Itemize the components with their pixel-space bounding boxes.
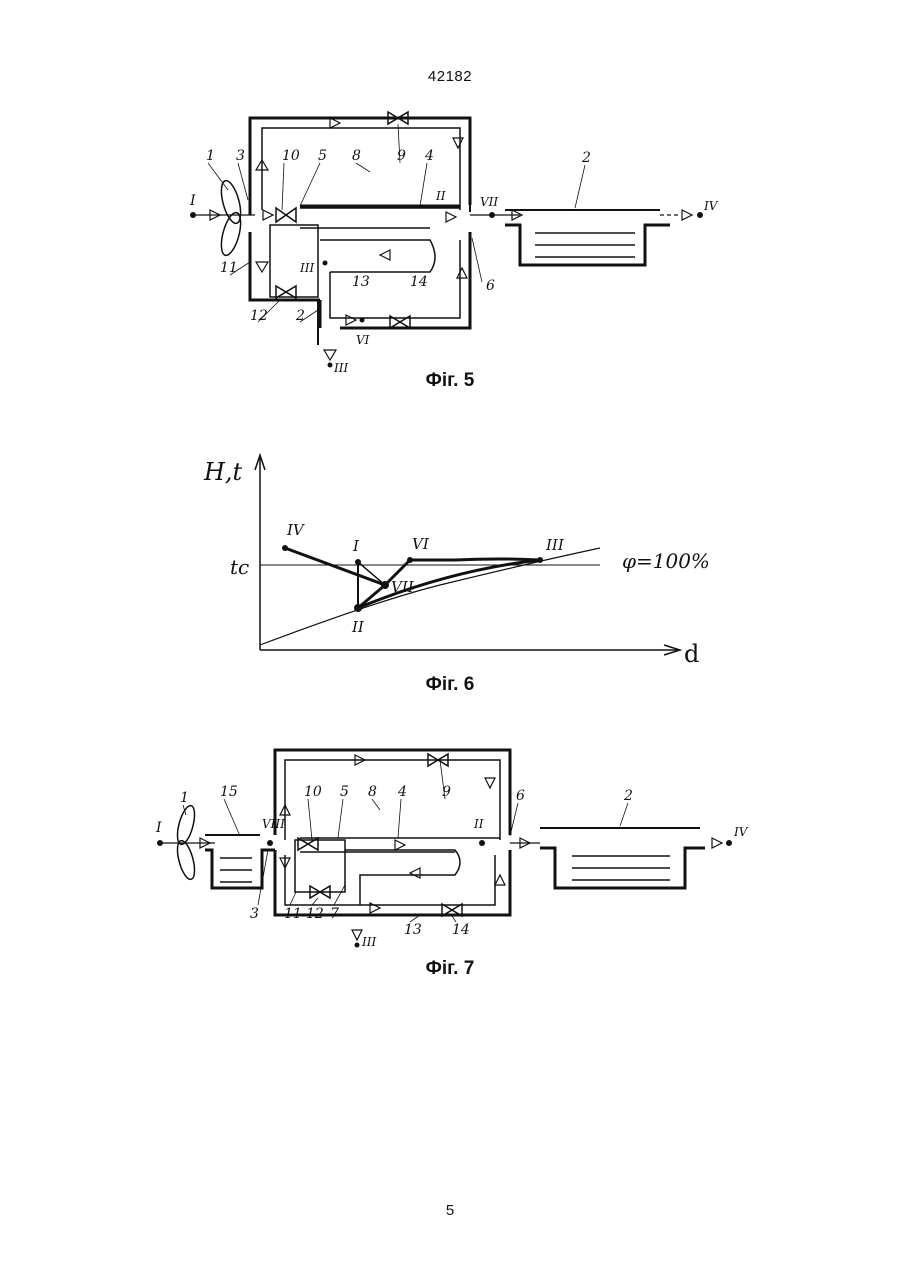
- upper-duct-inner: [285, 760, 500, 840]
- label-II: II: [435, 189, 446, 203]
- page-number: 5: [0, 1202, 900, 1219]
- label-VIII: VIII: [262, 817, 285, 831]
- label-3: 3: [250, 906, 259, 922]
- label-2-tank: 2: [623, 788, 633, 804]
- label-IV: IV: [703, 199, 719, 213]
- label-4: 4: [424, 148, 434, 164]
- figure-7-diagram: 1 15 10 5 8 4 9 6 2 3 11 12 7 13 14 I VI…: [0, 740, 900, 970]
- x-axis-label: d: [684, 640, 699, 668]
- inlet-channel: [250, 205, 320, 300]
- figure-7-caption: Фіг. 7: [0, 958, 900, 980]
- point-I: I: [352, 537, 360, 555]
- valve-10-icon: [276, 208, 296, 222]
- label-8: 8: [368, 784, 377, 800]
- figure-6-caption: Фіг. 6: [0, 674, 900, 696]
- label-8: 8: [352, 148, 361, 164]
- label-6: 6: [516, 788, 525, 804]
- label-10: 10: [282, 148, 300, 164]
- label-III: III: [361, 935, 376, 949]
- label-I: I: [189, 193, 196, 209]
- label-VII: VII: [480, 195, 498, 209]
- process-II-VII: [358, 585, 385, 608]
- point-VI: VI: [412, 535, 430, 553]
- valve-12-icon: [276, 286, 296, 298]
- lower-duct-inner: [330, 240, 460, 318]
- point-II: II: [351, 618, 365, 636]
- lower-duct-outer: [320, 232, 470, 328]
- label-1: 1: [180, 790, 189, 806]
- y-axis-label: H,t: [203, 458, 243, 486]
- label-14: 14: [452, 922, 470, 938]
- curve-label: φ=100%: [622, 549, 710, 573]
- label-11: 11: [284, 906, 302, 922]
- return-channel: [320, 240, 435, 272]
- fan-icon: [218, 179, 245, 258]
- label-7: 7: [330, 906, 339, 922]
- process-IV-VII: [285, 548, 385, 585]
- label-15: 15: [220, 784, 238, 800]
- point-VII: VII: [391, 578, 415, 596]
- tank-2: [505, 210, 680, 265]
- label-III: III: [299, 261, 314, 275]
- figure-6-diagram: H,t d tc φ=100% IV I VI III VII II: [0, 445, 900, 685]
- saturation-curve: [260, 548, 600, 645]
- document-number: 42182: [0, 68, 900, 85]
- process-VI-III: [410, 559, 540, 560]
- label-10: 10: [304, 784, 322, 800]
- label-14: 14: [410, 274, 428, 290]
- label-VI: VI: [356, 333, 370, 347]
- label-II: II: [473, 817, 484, 831]
- label-13: 13: [352, 274, 370, 290]
- label-6: 6: [486, 278, 495, 294]
- label-3: 3: [236, 148, 245, 164]
- tank-15: [205, 835, 275, 888]
- tc-label: tc: [230, 555, 249, 579]
- label-4: 4: [397, 784, 407, 800]
- figure-5-caption: Фіг. 5: [0, 370, 900, 392]
- label-5: 5: [318, 148, 327, 164]
- return-channel: [345, 850, 460, 905]
- label-13: 13: [404, 922, 422, 938]
- label-11: 11: [220, 260, 238, 276]
- label-1: 1: [206, 148, 215, 164]
- label-9: 9: [397, 148, 406, 164]
- main-duct: [300, 208, 460, 228]
- point-IV: IV: [286, 521, 306, 539]
- label-I: I: [155, 820, 162, 836]
- point-III: III: [545, 536, 565, 554]
- label-5: 5: [340, 784, 349, 800]
- figure-5-diagram: 1 3 10 5 8 9 4 2 11 12 2 13 14 6 I II II…: [0, 100, 900, 470]
- upper-duct-inner: [262, 128, 460, 210]
- label-2-tank: 2: [581, 150, 591, 166]
- label-12: 12: [306, 906, 324, 922]
- label-IV: IV: [733, 825, 749, 839]
- tank-2: [510, 828, 705, 888]
